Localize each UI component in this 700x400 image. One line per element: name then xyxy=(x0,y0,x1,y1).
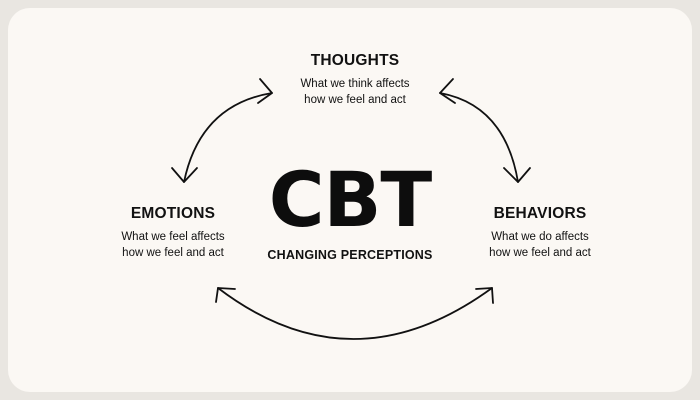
emotions-desc-line1: What we feel affects xyxy=(121,231,225,243)
arrowhead-thoughts-right xyxy=(439,78,456,104)
center-title: CBT xyxy=(268,155,433,244)
thoughts-title: THOUGHTS xyxy=(310,52,400,69)
node-behaviors: BEHAVIORS What we do affects how we feel… xyxy=(455,205,625,261)
arrowhead-behaviors-bottom xyxy=(475,287,494,304)
emotions-title: EMOTIONS xyxy=(130,205,216,222)
arrowhead-thoughts xyxy=(257,78,273,104)
thoughts-desc-line2: how we feel and act xyxy=(304,94,406,106)
arrowhead-behaviors xyxy=(503,167,531,183)
arrow-emotions-behaviors xyxy=(217,287,493,340)
arrow-thoughts-behaviors xyxy=(439,92,519,183)
thoughts-desc-line1: What we think affects xyxy=(300,78,410,90)
emotions-desc-line2: how we feel and act xyxy=(122,247,224,259)
center-subtitle: CHANGING PERCEPTIONS xyxy=(267,248,433,262)
behaviors-desc-line2: how we feel and act xyxy=(489,247,591,259)
arrowhead-emotions xyxy=(171,167,198,183)
node-emotions: EMOTIONS What we feel affects how we fee… xyxy=(88,205,258,261)
behaviors-desc-line1: What we do affects xyxy=(491,231,589,243)
arrowhead-emotions-bottom xyxy=(215,287,236,303)
diagram-panel xyxy=(8,8,692,392)
arrow-thoughts-emotions xyxy=(183,92,273,183)
node-thoughts: THOUGHTS What we think affects how we fe… xyxy=(270,52,440,108)
behaviors-title: BEHAVIORS xyxy=(493,205,587,222)
